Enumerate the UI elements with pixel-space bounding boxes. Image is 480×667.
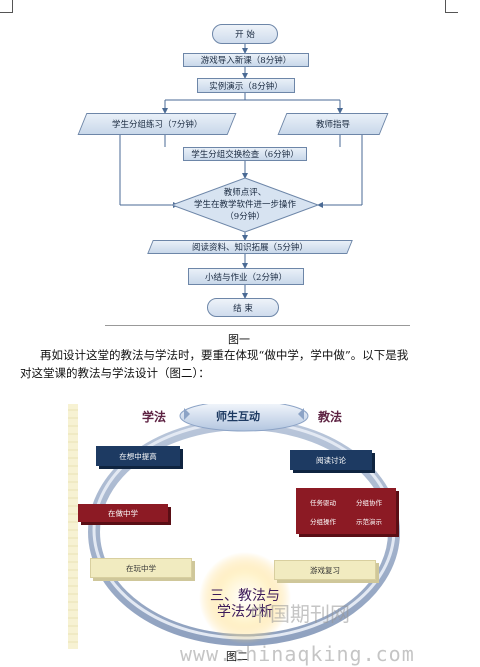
left-stripes: [68, 404, 78, 649]
maroon-item: 任务驱动: [310, 498, 336, 507]
box-learn-by-playing: 在玩中学: [90, 558, 192, 578]
flow-step-5-line3: （9分钟）: [225, 212, 265, 222]
box-think-improve: 在想中提高: [96, 446, 180, 466]
figure-2-caption: 图二: [226, 650, 248, 663]
flow-step-1: 游戏导入新课（8分钟）: [183, 53, 309, 67]
box-learn-by-playing-label: 在玩中学: [126, 563, 156, 573]
watermark-cn: 中国期刊网: [250, 602, 350, 626]
flow-end: 结 束: [207, 298, 279, 317]
box-learn-by-doing-label: 在做中学: [108, 508, 138, 518]
decision-diamond: [170, 177, 320, 233]
box-game-review-label: 游戏复习: [310, 565, 340, 575]
flowchart-figure: 开 始 游戏导入新课（8分钟） 实例演示（8分钟） 学生分组练习（7分钟） 教师…: [0, 0, 480, 330]
figure-1-caption: 图一: [228, 333, 250, 346]
teaching-method-label: 教法: [318, 410, 343, 424]
flow-step-5-line2: 学生在教学软件进一步操作: [193, 200, 296, 210]
paragraph-line-1: 再如设计这堂的教法与学法时，要重在体现“做中学，学中做”。以下是我: [40, 348, 409, 362]
paragraph-line-2: 对这堂课的教法与学法设计（图二）：: [20, 366, 210, 380]
flow-step-3a-label: 学生分组练习（7分钟）: [111, 120, 203, 130]
arrow-shape: [184, 408, 190, 420]
maroon-item: 示范演示: [356, 517, 382, 526]
flow-step-5: 教师点评、 学生在教学软件进一步操作 （9分钟）: [180, 183, 310, 227]
flow-step-6-label: 阅读资料、知识拓展（5分钟）: [192, 243, 308, 253]
flow-step-3a: 学生分组练习（7分钟）: [77, 113, 237, 135]
flow-step-6: 阅读资料、知识拓展（5分钟）: [147, 240, 353, 254]
center-bottom-line1: 三、教法与: [210, 588, 280, 604]
glow-circle: [199, 552, 291, 644]
box-game-review: 游戏复习: [274, 560, 376, 580]
box-task-driven: 任务驱动 分组协作 分组操作 示范演示: [296, 488, 396, 534]
maroon-item: 分组操作: [310, 517, 336, 526]
flow-step-3b: 教师指导: [277, 113, 389, 135]
figure-divider: [105, 325, 410, 326]
center-bottom-title: 三、教法与 学法分析: [198, 588, 292, 620]
center-bottom-line2: 学法分析: [217, 604, 273, 620]
flow-start-label: 开 始: [235, 30, 255, 40]
flow-step-4: 学生分组交换检查（6分钟）: [183, 147, 307, 161]
watermark-url: www.chinaqking.com: [180, 642, 415, 666]
interaction-ellipse: [179, 404, 309, 432]
flow-step-3b-label: 教师指导: [315, 120, 350, 130]
box-reading-discussion: 阅读讨论: [290, 450, 372, 470]
flow-step-7-label: 小结与作业（2分钟）: [205, 272, 287, 283]
flow-start: 开 始: [212, 24, 278, 44]
box-think-improve-label: 在想中提高: [119, 451, 157, 461]
center-interaction-label: 师生互动: [216, 410, 260, 423]
learning-method-label: 学法: [142, 410, 167, 424]
arrow-shape: [298, 408, 304, 420]
box-learn-by-doing: 在做中学: [78, 504, 168, 522]
flow-step-1-label: 游戏导入新课（8分钟）: [200, 56, 292, 66]
corner-mark-top-left: [0, 0, 13, 13]
flow-step-2-label: 实例演示（8分钟）: [209, 81, 283, 92]
flowchart-connectors: [119, 44, 363, 299]
flow-step-5-line1: 教师点评、: [223, 188, 267, 198]
maroon-item: 分组协作: [356, 498, 382, 507]
teaching-method-diagram: 学法 师生互动 教法 在想中提高 在做中学 在玩中学 阅读讨论 任务驱动 分组协…: [68, 404, 420, 649]
flow-step-7: 小结与作业（2分钟）: [188, 268, 304, 285]
flow-step-4-label: 学生分组交换检查（6分钟）: [191, 150, 299, 160]
flow-end-label: 结 束: [233, 303, 253, 314]
flow-step-2: 实例演示（8分钟）: [197, 78, 295, 93]
box-reading-discussion-label: 阅读讨论: [316, 455, 346, 465]
diagram-background: [68, 404, 400, 649]
corner-mark-top-right: [445, 0, 458, 13]
